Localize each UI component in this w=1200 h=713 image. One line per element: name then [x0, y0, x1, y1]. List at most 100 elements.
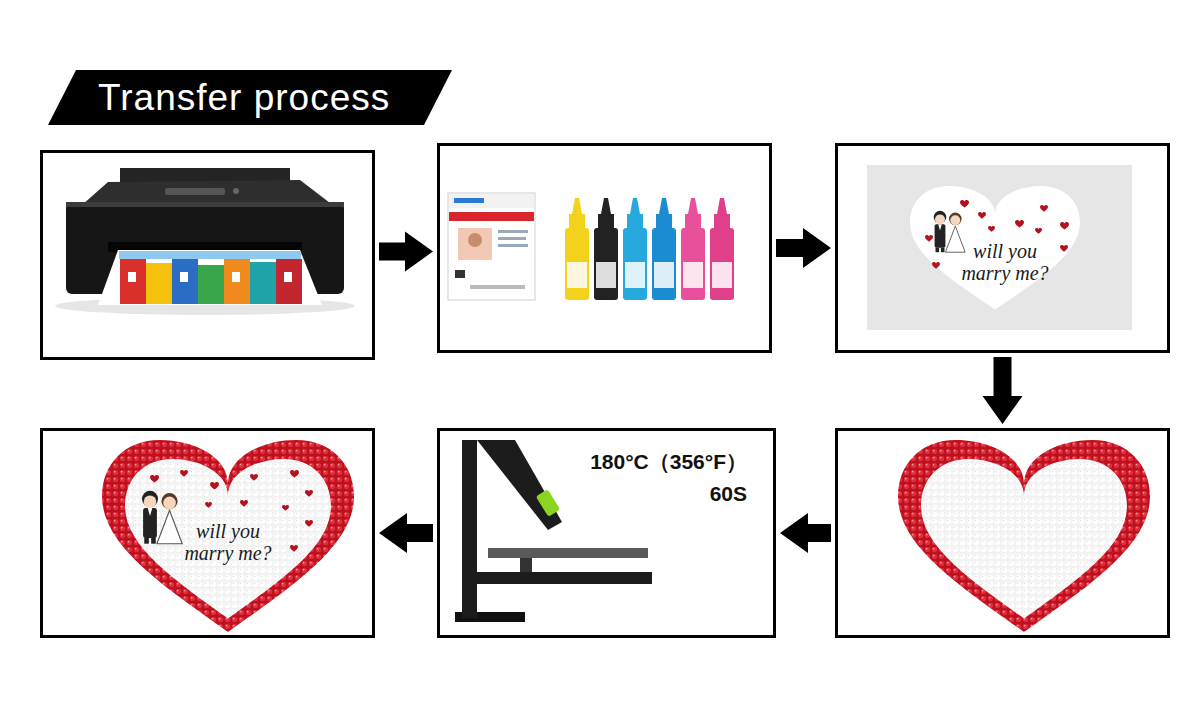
printer-illustration-part	[198, 265, 224, 304]
printed-message: will you marry me?	[178, 520, 278, 564]
heat-press-illustration-part	[520, 558, 532, 572]
paper-and-inks-part	[449, 212, 534, 221]
printer-illustration-part	[120, 259, 146, 304]
blank-sequin-pillow-part	[890, 435, 1160, 635]
heat-press-illustration-part	[477, 440, 562, 530]
paper-and-inks-part	[714, 214, 730, 228]
paper-and-inks-part	[458, 228, 492, 260]
printer-illustration-part	[66, 202, 344, 207]
printed-transfer-part	[934, 211, 966, 252]
paper-and-inks-part	[712, 262, 732, 288]
printer-illustration-part	[128, 272, 136, 282]
printer-illustration-part	[172, 259, 198, 304]
finished-sequin-pillow-part	[205, 502, 212, 508]
printer-illustration-part	[165, 188, 225, 195]
paper-and-inks-part	[688, 198, 698, 214]
printer-illustration-part	[232, 272, 240, 282]
printed-transfer-part	[978, 212, 986, 219]
finished-sequin-pillow-part	[210, 482, 219, 490]
printed-transfer-part	[1060, 245, 1068, 252]
flow-arrow	[776, 228, 831, 268]
paper-and-inks-part	[449, 194, 534, 208]
paper-and-inks-part	[565, 228, 589, 300]
paper-and-inks-part	[448, 193, 535, 300]
finished-sequin-pillow-part	[95, 435, 365, 635]
printed-transfer-part	[1060, 222, 1069, 230]
heat-press-illustration-part	[536, 489, 561, 517]
paper-and-inks-part	[569, 214, 585, 228]
finished-sequin-pillow-part	[150, 475, 159, 483]
paper-and-inks-part	[656, 214, 672, 228]
printer-illustration-part	[284, 272, 292, 282]
printer-illustration	[55, 168, 355, 315]
printed-transfer-part	[925, 235, 933, 242]
finished-sequin-pillow-part	[305, 490, 313, 497]
paper-and-inks-part	[685, 214, 701, 228]
paper-and-inks-part	[627, 214, 643, 228]
paper-and-inks-part	[659, 198, 669, 214]
consumables-step-box	[437, 143, 772, 353]
printed-design-box: will you marry me?	[835, 143, 1170, 353]
heat-press-illustration-part	[462, 440, 477, 618]
printed-transfer-part	[960, 200, 969, 208]
paper-and-inks-part	[596, 262, 616, 288]
blank-pillow-box	[835, 428, 1170, 638]
paper-and-inks-part	[710, 228, 734, 300]
finished-sequin-pillow-part	[250, 474, 258, 481]
paper-and-inks-part	[630, 198, 640, 214]
printer-illustration-part	[224, 259, 250, 304]
printer-illustration-part	[250, 262, 276, 304]
printed-message: will you marry me?	[955, 240, 1055, 284]
printed-transfer-part	[932, 262, 940, 269]
printed-transfer-part	[910, 186, 1080, 310]
printed-transfer-part	[1015, 220, 1024, 228]
printer-illustration-part	[233, 188, 239, 194]
finished-sequin-pillow-part	[290, 470, 299, 478]
printer-illustration-part	[119, 251, 301, 259]
printed-transfer-part	[1035, 228, 1042, 234]
diagram-title: Transfer process	[98, 70, 390, 125]
printed-transfer	[867, 165, 1132, 330]
finished-sequin-pillow-part	[240, 500, 248, 507]
title-banner	[48, 70, 452, 125]
finished-pillow-box: will you marry me?	[40, 428, 375, 638]
printer-illustration-part	[146, 263, 172, 304]
press-setting: 180°C（356°F）	[440, 446, 747, 478]
paper-and-inks	[448, 193, 734, 300]
banner-shape	[48, 70, 452, 125]
heat-press-illustration-part	[488, 548, 648, 558]
paper-and-inks-part	[567, 262, 587, 288]
printer-illustration-part	[98, 250, 322, 305]
paper-and-inks-part	[598, 214, 614, 228]
printer-illustration-part	[276, 259, 302, 304]
paper-and-inks-part	[601, 198, 611, 214]
finished-sequin-pillow-part	[120, 455, 340, 625]
finished-sequin-pillow-part	[290, 545, 298, 552]
finished-sequin-pillow-part	[305, 520, 313, 527]
paper-and-inks-part	[717, 198, 727, 214]
paper-and-inks-part	[652, 228, 676, 300]
flow-arrow	[983, 357, 1023, 424]
printing-step-box	[40, 150, 375, 360]
paper-and-inks-part	[498, 244, 528, 247]
paper-and-inks-part	[654, 262, 674, 288]
printed-transfer-part	[867, 165, 1132, 330]
flow-arrow	[379, 232, 433, 272]
finished-sequin-pillow-part	[282, 505, 289, 511]
paper-and-inks-part	[683, 262, 703, 288]
finished-sequin-pillow	[95, 435, 365, 635]
paper-and-inks-part	[498, 230, 528, 233]
blank-sequin-pillow-part	[915, 455, 1135, 625]
printer-illustration-part	[82, 180, 330, 205]
printed-transfer-part	[1040, 205, 1048, 212]
paper-and-inks-part	[470, 285, 525, 289]
finished-sequin-pillow-part	[180, 470, 188, 477]
printed-transfer-part	[988, 226, 995, 232]
paper-and-inks-part	[498, 237, 526, 240]
paper-and-inks-part	[623, 228, 647, 300]
flow-arrow	[780, 513, 831, 553]
blank-sequin-pillow	[890, 435, 1160, 635]
paper-and-inks-part	[572, 198, 582, 214]
paper-and-inks-part	[594, 228, 618, 300]
